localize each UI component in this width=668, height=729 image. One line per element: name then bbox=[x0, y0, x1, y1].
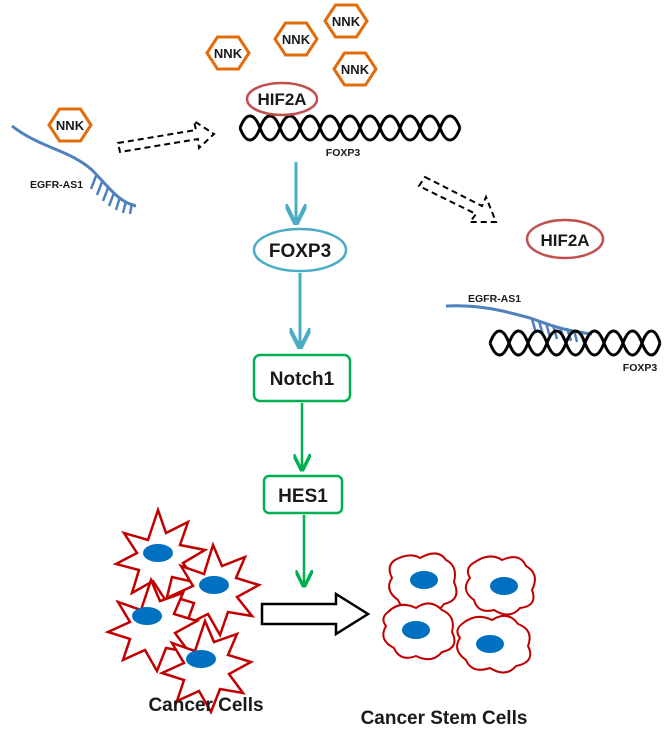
notch1-label: Notch1 bbox=[270, 369, 335, 390]
hif2a-label: HIF2A bbox=[540, 231, 589, 250]
hes1-node: HES1 bbox=[262, 474, 344, 515]
cancer-cells-label: Cancer Cells bbox=[148, 695, 263, 716]
nnk-hexagon: NNK bbox=[205, 35, 251, 71]
hif2a-node-top: HIF2A bbox=[245, 81, 319, 117]
nnk-label: NNK bbox=[282, 32, 311, 47]
foxp3-gene-label: FOXP3 bbox=[623, 362, 658, 374]
foxp3-protein-node: FOXP3 bbox=[252, 227, 348, 273]
egfr-as1-rna-strand: EGFR-AS1 bbox=[11, 124, 137, 215]
nnk-hexagon: NNK bbox=[332, 51, 378, 87]
foxp3-dna-helix bbox=[238, 114, 462, 142]
nnk-label: NNK bbox=[332, 14, 361, 29]
hes1-label: HES1 bbox=[278, 486, 328, 507]
dashed-arrow-icon bbox=[417, 175, 498, 223]
foxp3-protein-label: FOXP3 bbox=[269, 241, 331, 262]
cancer-stem-cells-label: Cancer Stem Cells bbox=[361, 708, 528, 729]
nnk-hexagon: NNK bbox=[273, 21, 319, 57]
egfr-as1-label: EGFR-AS1 bbox=[468, 293, 521, 305]
nnk-label: NNK bbox=[341, 62, 370, 77]
nnk-hexagon: NNK bbox=[47, 107, 93, 143]
transition-arrow-icon bbox=[260, 591, 371, 637]
cancer-stem-cells-cluster bbox=[382, 552, 536, 674]
egfr-as1-label: EGFR-AS1 bbox=[30, 179, 83, 191]
nnk-hexagon-cluster: NNK NNK NNK NNK NNK bbox=[47, 3, 378, 143]
egfr-as1-foxp3-complex: EGFR-AS1 FOXP3 bbox=[445, 293, 662, 374]
foxp3-gene-label: FOXP3 bbox=[326, 147, 361, 159]
cancer-cells-cluster bbox=[104, 506, 263, 715]
notch1-node: Notch1 bbox=[252, 353, 352, 403]
nnk-label: NNK bbox=[56, 118, 85, 133]
nnk-label: NNK bbox=[214, 46, 243, 61]
hif2a-node-released: HIF2A bbox=[525, 218, 605, 260]
nnk-hexagon: NNK bbox=[323, 3, 369, 39]
dashed-arrow-icon bbox=[116, 118, 216, 154]
hif2a-label: HIF2A bbox=[257, 90, 306, 109]
